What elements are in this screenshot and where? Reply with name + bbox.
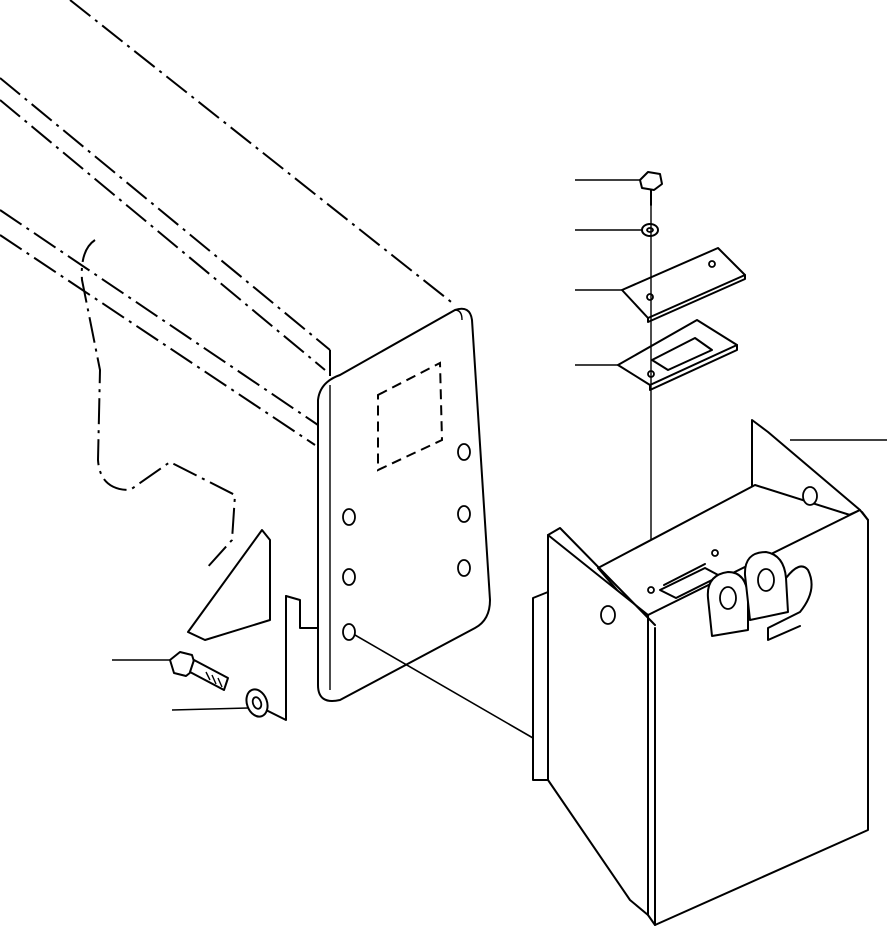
leader-flat-washer	[171, 707, 249, 711]
counterweight	[532, 419, 869, 926]
mounting-plate	[317, 307, 491, 702]
bolt	[639, 171, 663, 206]
hex-flange-bolt	[169, 651, 229, 691]
leader-mount-to-counterweight	[354, 634, 534, 739]
callout-leaders	[112, 179, 887, 739]
cover-plate	[621, 247, 746, 323]
bracket-rib	[187, 529, 319, 721]
lock-washer	[641, 223, 659, 237]
gasket	[617, 319, 738, 391]
flat-washer	[245, 688, 269, 718]
